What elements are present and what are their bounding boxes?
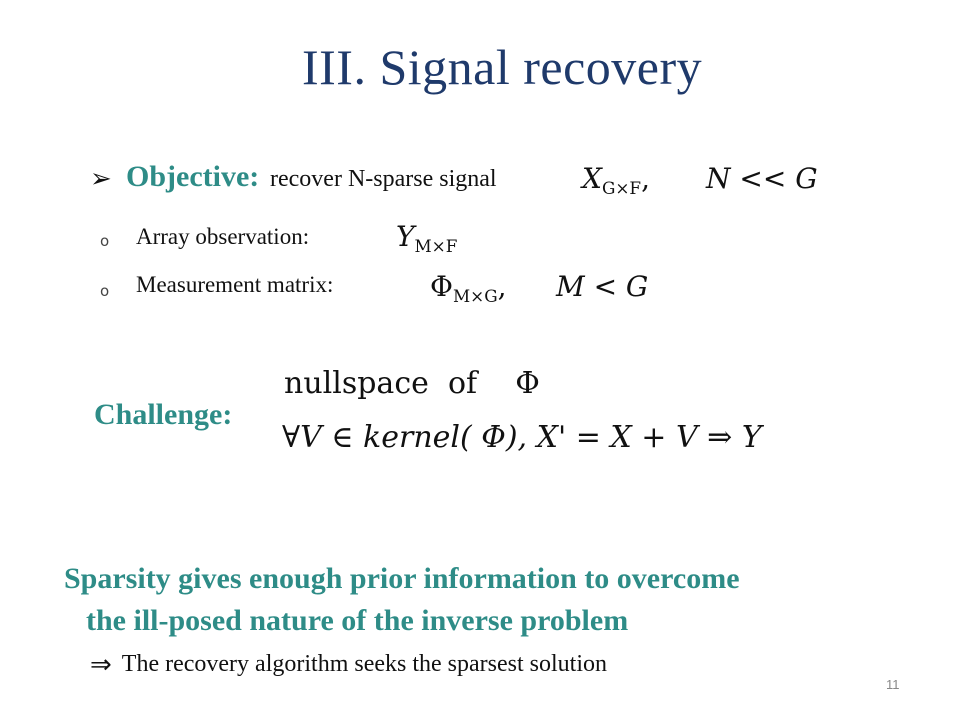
- objective-label: Objective:: [126, 160, 260, 193]
- objective-math-sub: G×F: [601, 177, 642, 198]
- measurement-matrix-math-var: Φ: [430, 270, 453, 303]
- objective-text: recover N-sparse signal: [270, 166, 497, 192]
- array-observation-math-sub: M×F: [414, 235, 458, 256]
- measurement-matrix-math-sub: M×G: [452, 285, 498, 306]
- measurement-matrix-math: ΦM×G,: [430, 270, 507, 306]
- objective-condition: N << G: [706, 162, 818, 195]
- array-observation-label: Array observation:: [136, 224, 310, 249]
- summary-text: Sparsity gives enough prior information …: [64, 558, 924, 642]
- challenge-label: Challenge:: [94, 398, 233, 431]
- array-observation-math-var: Y: [396, 220, 415, 253]
- conclusion-line: ⇒ The recovery algorithm seeks the sparse…: [90, 650, 607, 680]
- objective-math: XG×F,: [582, 162, 650, 198]
- measurement-matrix-math-sep: ,: [497, 270, 507, 303]
- page-number: 11: [886, 677, 900, 692]
- objective-math-sep: ,: [641, 162, 650, 195]
- challenge-line-2: ∀V ∈ kernel( Φ), X' = X + V ⇒ Y: [282, 420, 762, 455]
- array-observation-math: YM×F: [396, 220, 457, 256]
- challenge-line-1: nullspace of Φ: [284, 366, 540, 401]
- measurement-matrix-condition: M < G: [556, 270, 649, 303]
- implies-arrow-icon: ⇒: [90, 650, 112, 680]
- objective-math-var: X: [582, 162, 602, 195]
- measurement-matrix-label: Measurement matrix:: [136, 272, 334, 297]
- slide-title: III. Signal recovery: [302, 39, 703, 95]
- summary-line-2: the ill-posed nature of the inverse prob…: [86, 604, 629, 637]
- conclusion-text: The recovery algorithm seeks the sparses…: [121, 651, 607, 677]
- circle-bullet-icon: o: [100, 282, 110, 300]
- summary-line-1: Sparsity gives enough prior information …: [64, 562, 740, 595]
- diamond-arrow-bullet-icon: ➢: [90, 164, 112, 194]
- circle-bullet-icon: o: [100, 232, 110, 250]
